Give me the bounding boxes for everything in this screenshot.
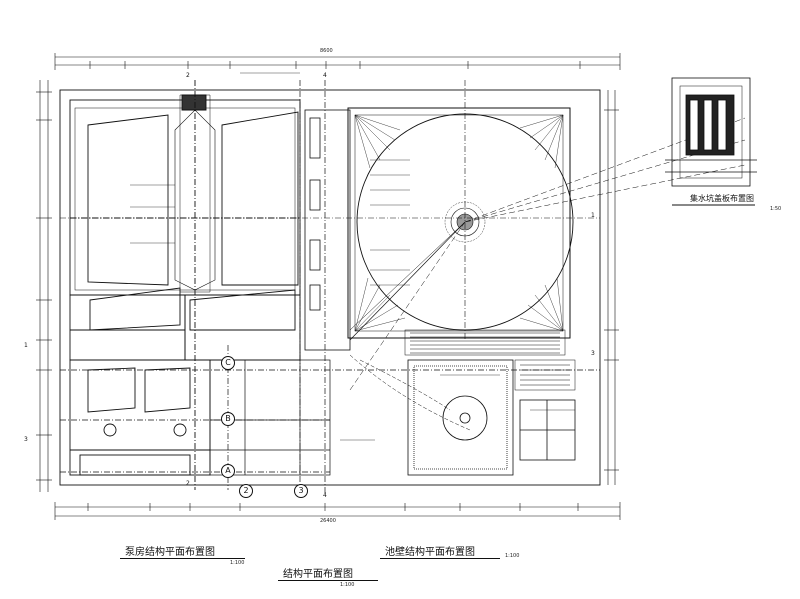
overall-dimension-bottom: 26400: [320, 518, 336, 524]
scale-sump-cover-detail: 1:50: [770, 206, 782, 212]
scale-tank-wall-plan: 1:100: [505, 553, 520, 559]
axis-bottom-2: 2: [186, 480, 190, 487]
annotation-marks: [120, 72, 575, 441]
title-pump-room-plan: 泵房结构平面布置图: [125, 547, 215, 558]
axis-left-1: 1: [24, 342, 28, 349]
middle-structure: [60, 80, 600, 495]
overall-dimension-top: 8600: [320, 48, 333, 54]
left-dimension-chain: [36, 80, 52, 492]
axis-circle-b: B: [221, 412, 235, 426]
right-dimension-chain: [604, 90, 619, 485]
middle-wall-strip: [304, 109, 351, 351]
axis-circle-a: A: [221, 464, 235, 478]
sump-plan: [349, 354, 576, 476]
axis-bottom-4: 4: [323, 492, 327, 499]
sump-cover-detail: [665, 77, 757, 206]
title-underline-structure: [278, 580, 378, 581]
axis-circle-3: 3: [294, 484, 308, 498]
scale-pump-room-plan: 1:100: [230, 560, 245, 566]
scale-structure-plan: 1:100: [340, 582, 355, 588]
axis-right-3: 3: [591, 350, 595, 357]
axis-top-2: 2: [186, 72, 190, 79]
axis-left-3: 3: [24, 436, 28, 443]
axis-circle-c: C: [221, 356, 235, 370]
title-sump-cover-detail: 集水坑盖板布置图: [690, 194, 754, 203]
slab-outline: [59, 89, 601, 486]
stair-hatching: [404, 329, 576, 391]
lower-left-rooms: [69, 359, 211, 476]
title-underline-pump-room: [120, 558, 245, 559]
title-structure-plan: 结构平面布置图: [283, 569, 353, 580]
axis-circle-2: 2: [239, 484, 253, 498]
pump-room-plan: [69, 80, 301, 490]
axis-right-1: 1: [591, 212, 595, 219]
axis-top-4: 4: [323, 72, 327, 79]
title-underline-tank-wall: [380, 558, 500, 559]
top-dimension-chain: [54, 53, 621, 70]
circular-tank-plan: [60, 80, 746, 391]
title-tank-wall-plan: 池壁结构平面布置图: [385, 547, 475, 558]
bottom-dimension-chain: [54, 502, 621, 520]
